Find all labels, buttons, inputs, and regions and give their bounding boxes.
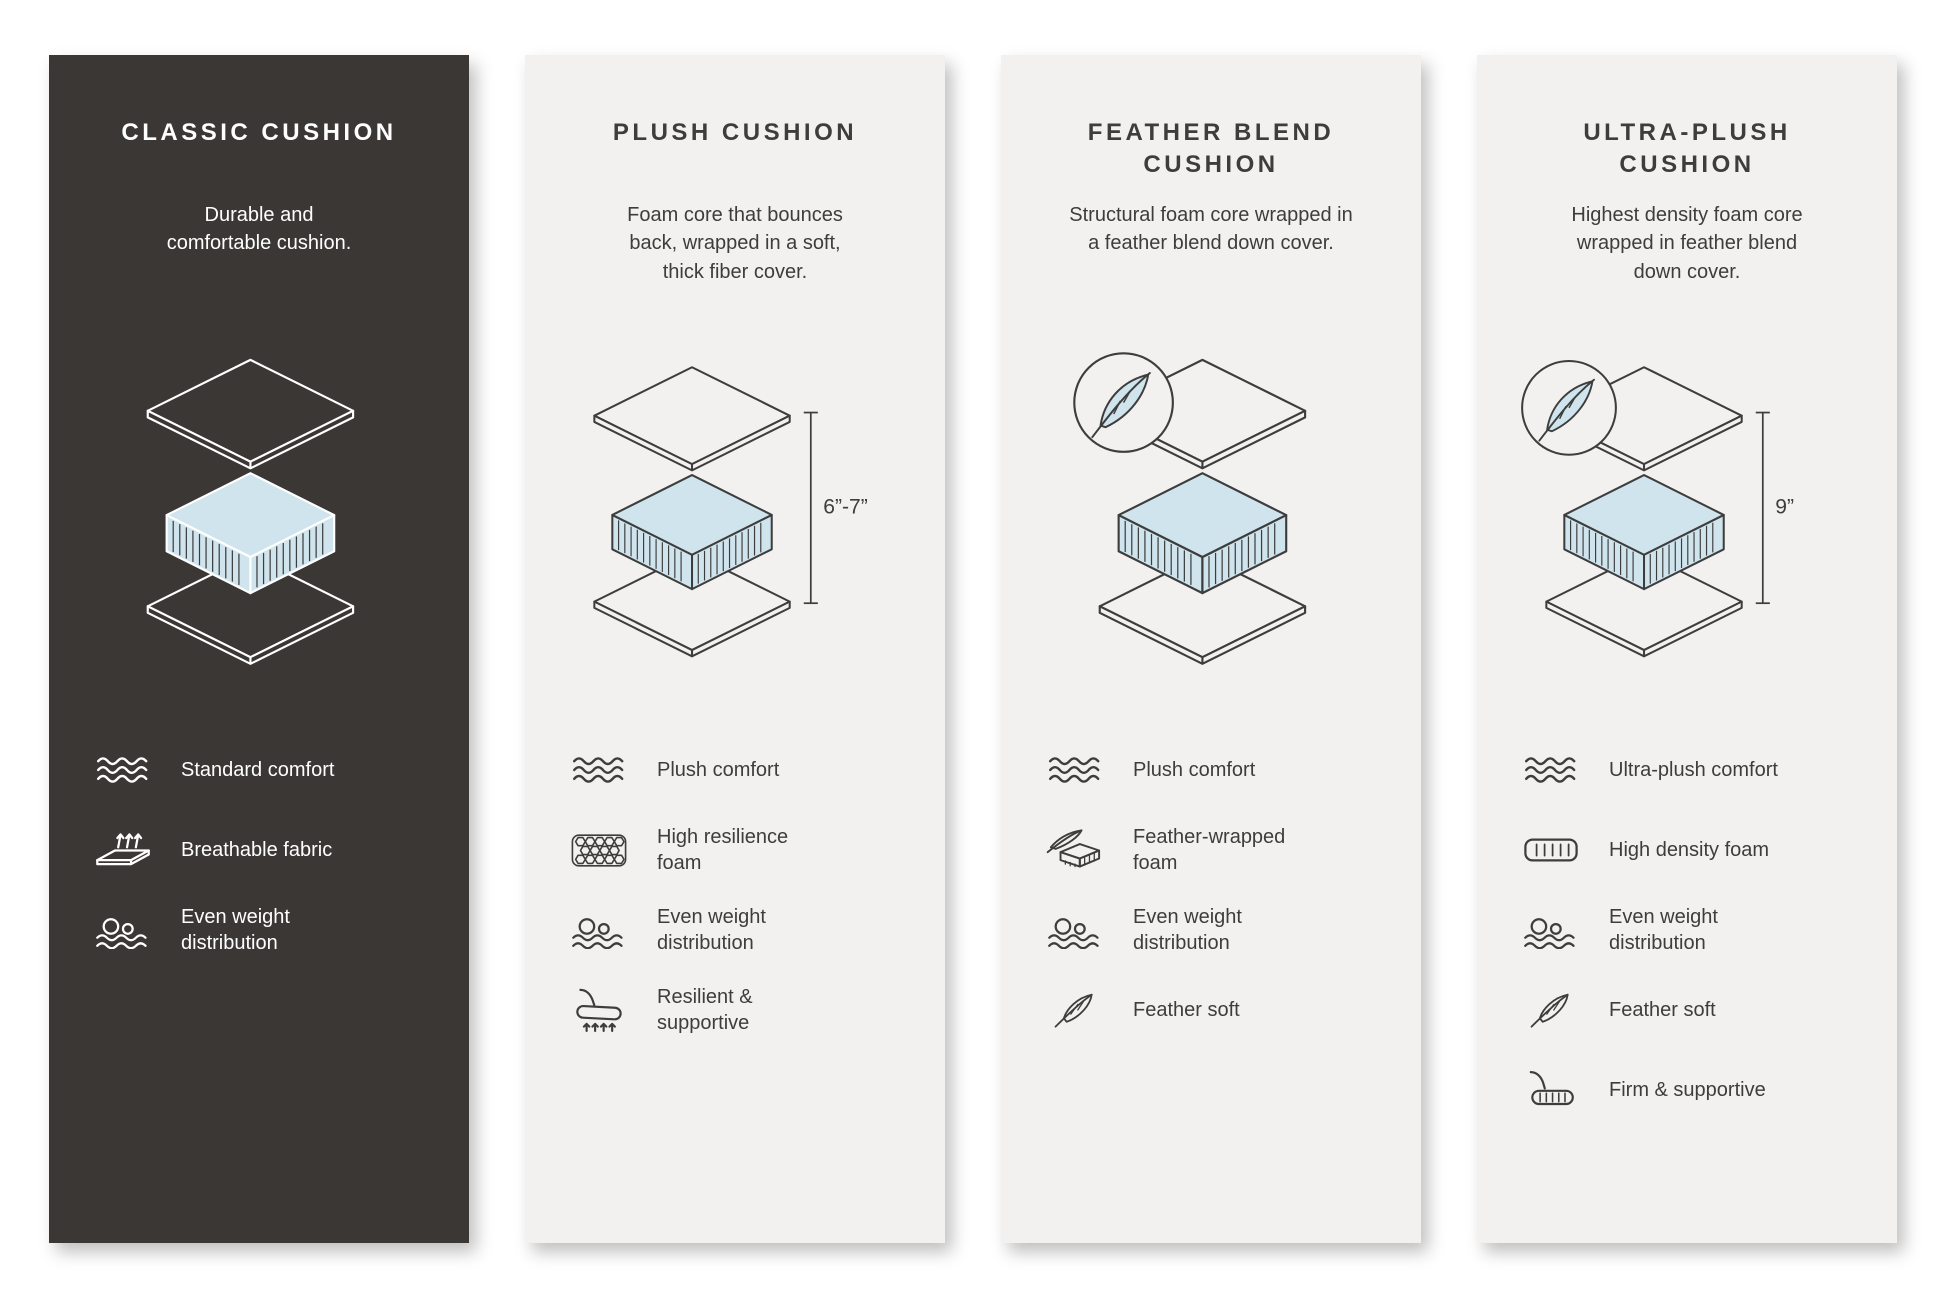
foam-hatch-lines xyxy=(1569,520,1714,584)
cushion-diagram: 9” xyxy=(1519,337,1855,685)
card-title: ULTRA-PLUSH CUSHION xyxy=(1583,119,1791,179)
cushion-layers-illustration: 6”-7” xyxy=(593,366,868,658)
card-description: Foam core that bounces back, wrapped in … xyxy=(627,204,843,283)
height-dimension xyxy=(803,411,818,605)
cushion-card-plush: PLUSH CUSHION Foam core that bounces bac… xyxy=(525,55,945,1243)
resilient-icon xyxy=(567,986,631,1034)
feature-list: Plush comfort Feather-wrapped foam Even … xyxy=(1043,741,1379,1039)
density-foam-icon xyxy=(1519,834,1583,866)
dimension-label: 6”-7” xyxy=(823,495,868,518)
firm-supportive-icon xyxy=(1519,1068,1583,1112)
foam-hatch-lines xyxy=(172,520,324,588)
feature-item: Even weight distribution xyxy=(567,901,903,959)
feature-label: High density foam xyxy=(1609,838,1770,861)
card-title: FEATHER BLEND CUSHION xyxy=(1087,119,1335,179)
feature-list: Plush comfort High resilience foam Even … xyxy=(567,741,903,1039)
cushion-layers-illustration xyxy=(147,358,355,665)
feature-label: Plush comfort xyxy=(1133,758,1256,781)
feature-label: Standard comfort xyxy=(181,758,335,781)
feature-label: Feather-wrapped foam xyxy=(1133,825,1286,874)
waves-icon xyxy=(1519,754,1583,786)
feature-label: Ultra-plush comfort xyxy=(1609,758,1778,781)
feature-label: High resilience foam xyxy=(657,825,789,874)
height-dimension xyxy=(1755,411,1770,605)
feature-label: Even weight distribution xyxy=(1133,905,1242,954)
foam-core-layer xyxy=(165,472,336,595)
cushion-diagram: 6”-7” xyxy=(567,337,903,685)
cushion-layers-illustration xyxy=(1073,352,1307,665)
foam-core-layer xyxy=(1117,472,1288,595)
feature-label: Firm & supportive xyxy=(1609,1078,1766,1101)
feature-item: High resilience foam xyxy=(567,821,903,879)
foam-cells-icon xyxy=(567,831,631,870)
foam-core-layer xyxy=(1563,474,1725,591)
card-description: Durable and comfortable cushion. xyxy=(166,204,352,255)
cushion-card-classic: CLASSIC CUSHION Durable and comfortable … xyxy=(49,55,469,1243)
feature-label: Feather soft xyxy=(1133,998,1240,1021)
feature-label: Even weight distribution xyxy=(1609,905,1718,954)
cushion-layers-illustration: 9” xyxy=(1521,359,1794,658)
waves-icon xyxy=(91,754,155,786)
waves-icon xyxy=(567,754,631,786)
card-description: Highest density foam core wrapped in fea… xyxy=(1571,204,1803,283)
weight-distribution-icon xyxy=(567,912,631,949)
feature-item: Even weight distribution xyxy=(1519,901,1855,959)
feature-list: Standard comfort Breathable fabric Even … xyxy=(91,741,427,959)
feature-item: High density foam xyxy=(1519,821,1855,879)
card-description: Structural foam core wrapped in a feathe… xyxy=(1069,204,1353,255)
feature-item: Firm & supportive xyxy=(1519,1061,1855,1119)
feature-label: Resilient & supportive xyxy=(657,985,753,1034)
foam-hatch-lines xyxy=(1124,520,1276,588)
feature-item: Plush comfort xyxy=(1043,741,1379,799)
feature-label: Plush comfort xyxy=(657,758,780,781)
cushion-card-feather-blend: FEATHER BLEND CUSHION Structural foam co… xyxy=(1001,55,1421,1243)
feature-item: Standard comfort xyxy=(91,741,427,799)
cushion-diagram xyxy=(1043,337,1379,685)
foam-core-layer xyxy=(611,474,773,591)
feature-item: Feather soft xyxy=(1519,981,1855,1039)
feather-badge xyxy=(1073,352,1175,453)
feature-item: Plush comfort xyxy=(567,741,903,799)
weight-distribution-icon xyxy=(1519,912,1583,949)
card-title: CLASSIC CUSHION xyxy=(121,119,397,146)
feature-label: Even weight distribution xyxy=(181,905,290,954)
feature-item: Feather soft xyxy=(1043,981,1379,1039)
feather-icon xyxy=(1519,989,1583,1031)
weight-distribution-icon xyxy=(1043,912,1107,949)
feature-item: Even weight distribution xyxy=(91,901,427,959)
feature-label: Breathable fabric xyxy=(181,838,333,861)
cushion-card-ultra-plush: ULTRA-PLUSH CUSHION Highest density foam… xyxy=(1477,55,1897,1243)
feature-label: Feather soft xyxy=(1609,998,1716,1021)
feature-item: Resilient & supportive xyxy=(567,981,903,1039)
feature-item: Ultra-plush comfort xyxy=(1519,741,1855,799)
cushion-diagram xyxy=(91,337,427,685)
waves-icon xyxy=(1043,754,1107,786)
feature-list: Ultra-plush comfort High density foam Ev… xyxy=(1519,741,1855,1119)
breathable-icon xyxy=(91,828,155,873)
foam-hatch-lines xyxy=(617,520,762,584)
feature-item: Feather-wrapped foam xyxy=(1043,821,1379,879)
weight-distribution-icon xyxy=(91,912,155,949)
card-title: PLUSH CUSHION xyxy=(612,119,858,146)
feather-foam-icon xyxy=(1043,828,1107,873)
feather-badge xyxy=(1521,359,1617,456)
feature-item: Breathable fabric xyxy=(91,821,427,879)
feature-label: Even weight distribution xyxy=(657,905,766,954)
feather-icon xyxy=(1043,989,1107,1031)
feature-item: Even weight distribution xyxy=(1043,901,1379,959)
dimension-label: 9” xyxy=(1775,495,1794,518)
